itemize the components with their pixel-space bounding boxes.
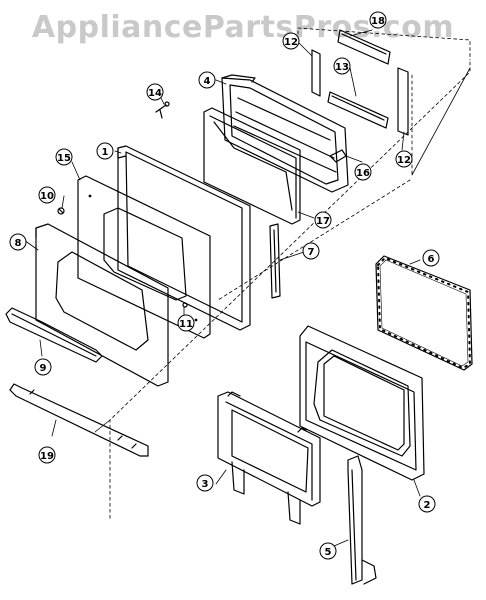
callout-2: 2 <box>418 495 436 513</box>
callout-3: 3 <box>196 474 214 492</box>
svg-text:5: 5 <box>325 547 332 558</box>
svg-text:13: 13 <box>335 62 349 73</box>
callout-11: 11 <box>177 314 195 332</box>
callouts: 18 12 4 13 14 12 1 15 16 10 17 8 7 6 11 … <box>9 11 440 560</box>
svg-text:11: 11 <box>179 319 193 330</box>
callout-15: 15 <box>55 148 73 166</box>
callout-12-right: 12 <box>395 150 413 168</box>
svg-text:4: 4 <box>204 76 211 87</box>
svg-text:6: 6 <box>428 254 435 265</box>
svg-text:18: 18 <box>371 16 385 27</box>
svg-text:7: 7 <box>308 247 315 258</box>
part-9 <box>5 307 103 363</box>
part-12-right <box>397 67 409 136</box>
callout-16: 16 <box>354 163 372 181</box>
outline-solid <box>94 67 471 433</box>
part-12-top <box>311 49 321 97</box>
part-8 <box>35 223 169 387</box>
part-13 <box>327 91 389 129</box>
svg-text:17: 17 <box>316 216 330 227</box>
callout-17: 17 <box>314 211 332 229</box>
part-14 <box>155 101 170 119</box>
svg-text:1: 1 <box>102 147 109 158</box>
callout-7: 7 <box>302 242 320 260</box>
callout-9: 9 <box>34 358 52 376</box>
svg-text:2: 2 <box>424 500 431 511</box>
callout-8: 8 <box>9 233 27 251</box>
part-4 <box>221 74 349 193</box>
svg-text:12: 12 <box>397 155 411 166</box>
callout-4: 4 <box>198 71 216 89</box>
callout-10: 10 <box>38 186 56 204</box>
part-5 <box>347 455 377 585</box>
svg-text:14: 14 <box>148 88 162 99</box>
part-10 <box>57 207 65 215</box>
part-6 <box>375 255 473 371</box>
part-17 <box>203 107 301 225</box>
svg-text:19: 19 <box>40 451 54 462</box>
part-18 <box>337 29 391 65</box>
callout-6: 6 <box>422 249 440 267</box>
callout-19: 19 <box>38 446 56 464</box>
callout-18: 18 <box>369 11 387 29</box>
part-15 <box>77 175 211 339</box>
callout-5: 5 <box>319 542 337 560</box>
part-7 <box>269 223 281 299</box>
svg-text:10: 10 <box>40 191 54 202</box>
svg-text:8: 8 <box>15 238 22 249</box>
svg-text:3: 3 <box>202 479 209 490</box>
callout-1: 1 <box>96 142 114 160</box>
svg-text:9: 9 <box>40 363 47 374</box>
outline-dashed <box>109 27 471 521</box>
leader-lines <box>23 29 421 547</box>
part-11 <box>182 302 188 308</box>
part-1 <box>117 145 251 331</box>
callout-12-top: 12 <box>282 32 300 50</box>
callout-14: 14 <box>146 83 164 101</box>
callout-13: 13 <box>333 57 351 75</box>
part-3 <box>217 391 321 525</box>
part-19 <box>9 383 149 457</box>
svg-text:15: 15 <box>57 153 71 164</box>
svg-text:16: 16 <box>356 168 370 179</box>
part-2 <box>299 325 425 481</box>
part-16 <box>329 149 347 163</box>
svg-text:12: 12 <box>284 37 298 48</box>
